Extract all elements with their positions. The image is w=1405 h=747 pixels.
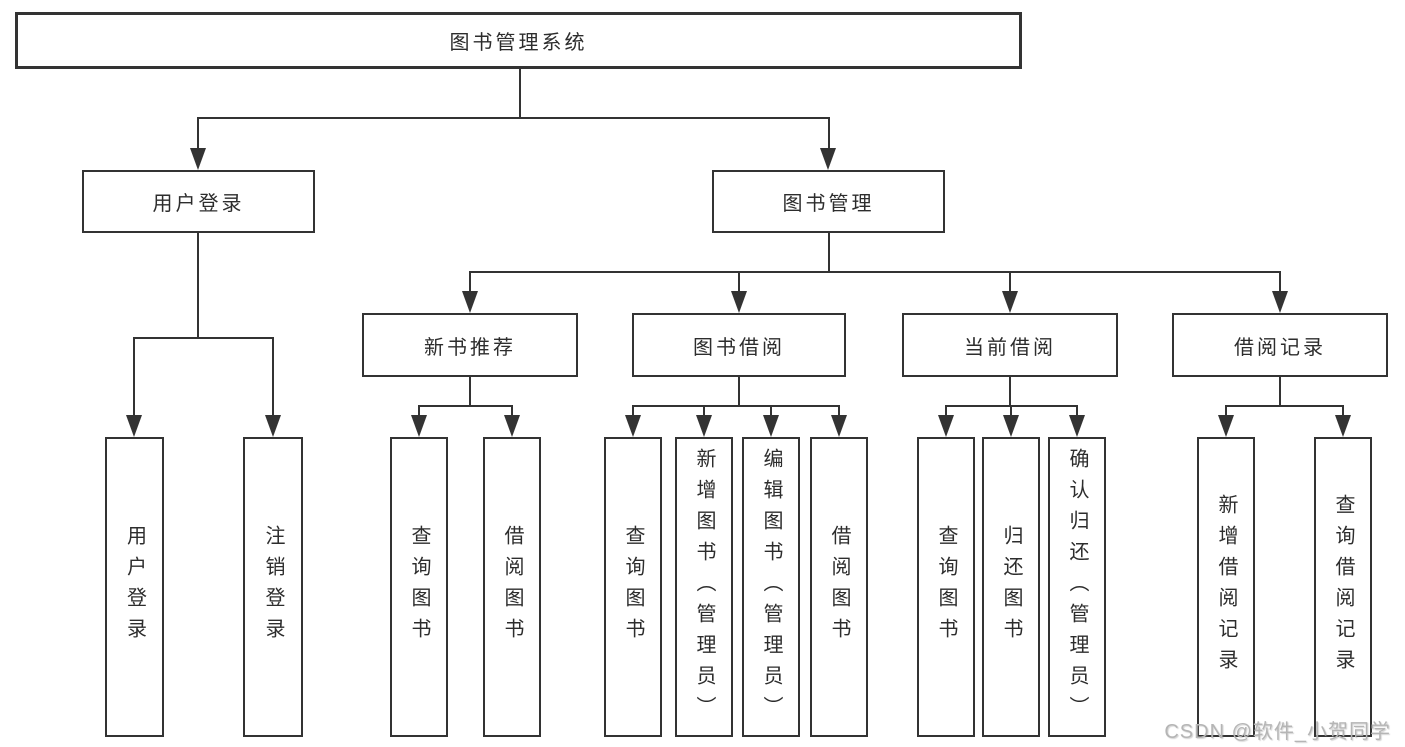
connector-line — [272, 337, 274, 415]
leaf-user-login-label: 用户登录 — [123, 525, 146, 649]
node-new-book-recommend-label: 新书推荐 — [424, 336, 516, 359]
leaf-borrow-book-label: 借阅图书 — [828, 525, 850, 649]
node-book-management-label: 图书管理 — [782, 193, 875, 215]
node-current-borrow-label: 当前借阅 — [964, 336, 1056, 359]
arrow-down-icon — [625, 415, 641, 437]
connector-line — [828, 117, 830, 149]
arrow-down-icon — [938, 415, 954, 437]
leaf-add-borrow-record-label: 新增借阅记录 — [1215, 494, 1237, 680]
connector-line — [1342, 405, 1344, 415]
connector-line — [738, 377, 740, 407]
leaf-borrow-query-book: 查询图书 — [604, 437, 662, 737]
connector-line — [838, 405, 840, 415]
leaf-logout-label: 注销登录 — [262, 525, 284, 649]
node-user-login-label: 用户登录 — [152, 193, 245, 215]
leaf-edit-book-admin-label: 编辑图书（管理员） — [760, 447, 782, 727]
connector-line — [1279, 377, 1281, 407]
connector-line — [519, 68, 521, 119]
node-new-book-recommend: 新书推荐 — [362, 313, 578, 377]
connector-line — [1279, 271, 1281, 292]
arrow-down-icon — [696, 415, 712, 437]
leaf-logout: 注销登录 — [243, 437, 303, 737]
leaf-return-book: 归还图书 — [982, 437, 1040, 737]
leaf-borrow-query-book-label: 查询图书 — [622, 525, 644, 649]
arrow-down-icon — [126, 415, 142, 437]
connector-line — [418, 405, 420, 415]
connector-line — [511, 405, 513, 415]
csdn-watermark: CSDN @软件_小贺同学 — [1164, 721, 1391, 743]
connector-line — [197, 233, 199, 339]
connector-line — [632, 405, 634, 415]
connector-line — [197, 117, 199, 149]
leaf-query-borrow-record: 查询借阅记录 — [1314, 437, 1372, 737]
arrow-down-icon — [190, 148, 206, 170]
arrow-down-icon — [1335, 415, 1351, 437]
arrow-down-icon — [504, 415, 520, 437]
connector-line — [1076, 405, 1078, 415]
leaf-add-book-admin-label: 新增图书（管理员） — [693, 447, 715, 727]
connector-line — [1010, 405, 1012, 415]
node-book-borrow-label: 图书借阅 — [693, 336, 785, 359]
leaf-current-query-book-label: 查询图书 — [935, 525, 957, 649]
leaf-recommend-borrow-book: 借阅图书 — [483, 437, 541, 737]
leaf-borrow-book: 借阅图书 — [810, 437, 868, 737]
leaf-query-borrow-record-label: 查询借阅记录 — [1332, 494, 1354, 680]
arrow-down-icon — [411, 415, 427, 437]
connector-line — [1225, 405, 1344, 407]
arrow-down-icon — [763, 415, 779, 437]
leaf-recommend-borrow-book-label: 借阅图书 — [501, 525, 523, 649]
arrow-down-icon — [831, 415, 847, 437]
leaf-add-book-admin: 新增图书（管理员） — [675, 437, 733, 737]
connector-line — [469, 271, 1280, 273]
leaf-add-borrow-record: 新增借阅记录 — [1197, 437, 1255, 737]
node-borrow-records: 借阅记录 — [1172, 313, 1388, 377]
node-root-label: 图书管理系统 — [449, 32, 588, 54]
connector-line — [1009, 271, 1011, 292]
connector-line — [469, 377, 471, 407]
node-current-borrow: 当前借阅 — [902, 313, 1118, 377]
connector-line — [133, 337, 135, 415]
leaf-confirm-return-admin-label: 确认归还（管理员） — [1066, 447, 1088, 727]
leaf-user-login: 用户登录 — [105, 437, 164, 737]
arrow-down-icon — [820, 148, 836, 170]
leaf-confirm-return-admin: 确认归还（管理员） — [1048, 437, 1106, 737]
arrow-down-icon — [731, 291, 747, 313]
leaf-edit-book-admin: 编辑图书（管理员） — [742, 437, 800, 737]
leaf-current-query-book: 查询图书 — [917, 437, 975, 737]
connector-line — [418, 405, 513, 407]
connector-line — [1225, 405, 1227, 415]
connector-line — [770, 405, 772, 415]
node-book-borrow: 图书借阅 — [632, 313, 846, 377]
connector-line — [469, 271, 471, 292]
connector-line — [1009, 377, 1011, 407]
arrow-down-icon — [1003, 415, 1019, 437]
node-user-login: 用户登录 — [82, 170, 315, 233]
connector-line — [703, 405, 705, 415]
connector-line — [133, 337, 274, 339]
connector-line — [738, 271, 740, 292]
connector-line — [945, 405, 947, 415]
arrow-down-icon — [265, 415, 281, 437]
connector-line — [197, 117, 830, 119]
leaf-recommend-query-book: 查询图书 — [390, 437, 448, 737]
leaf-recommend-query-book-label: 查询图书 — [408, 525, 430, 649]
arrow-down-icon — [1002, 291, 1018, 313]
connector-line — [828, 233, 830, 273]
arrow-down-icon — [462, 291, 478, 313]
leaf-return-book-label: 归还图书 — [1000, 525, 1022, 649]
node-borrow-records-label: 借阅记录 — [1234, 336, 1326, 359]
node-book-management: 图书管理 — [712, 170, 945, 233]
arrow-down-icon — [1272, 291, 1288, 313]
arrow-down-icon — [1218, 415, 1234, 437]
connector-line — [632, 405, 840, 407]
node-root: 图书管理系统 — [15, 12, 1022, 69]
arrow-down-icon — [1069, 415, 1085, 437]
